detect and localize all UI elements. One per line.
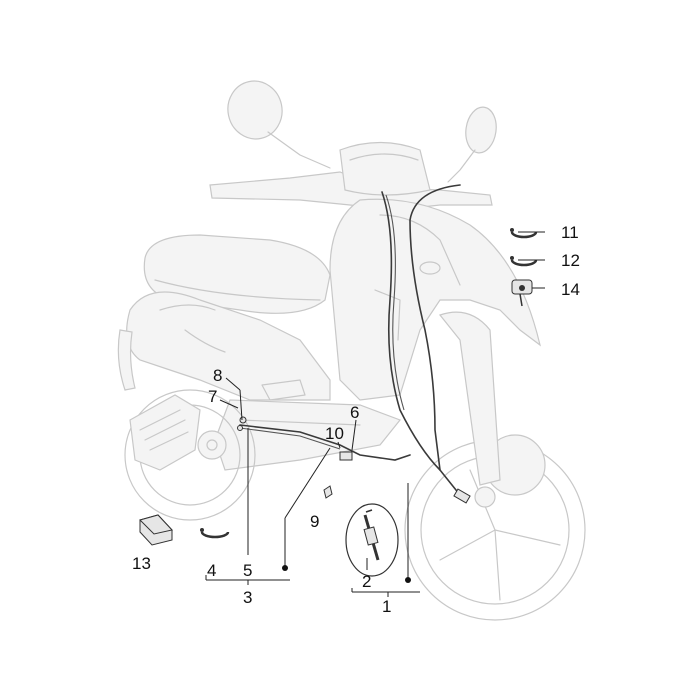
callout-7: 7 bbox=[208, 387, 217, 406]
callout-9: 9 bbox=[310, 512, 319, 531]
front-brake-cable bbox=[409, 184, 461, 471]
callout-2: 2 bbox=[362, 572, 371, 591]
callout-3: 3 bbox=[243, 588, 252, 607]
callout-14: 14 bbox=[561, 280, 580, 299]
handlebar bbox=[209, 141, 493, 211]
nut-part-9-icon bbox=[323, 485, 333, 499]
front-wheel bbox=[404, 311, 586, 621]
callout-12: 12 bbox=[561, 251, 580, 270]
scooter-outline bbox=[117, 80, 586, 621]
callout-4: 4 bbox=[207, 561, 216, 580]
rear-body bbox=[117, 291, 331, 401]
left-mirror bbox=[227, 80, 331, 169]
front-body bbox=[329, 198, 541, 401]
callout-5: 5 bbox=[243, 561, 252, 580]
cables bbox=[237, 184, 471, 504]
leader-lines bbox=[205, 231, 545, 597]
cable-end-part-2-icon bbox=[345, 503, 399, 577]
rear-wheel bbox=[124, 389, 256, 521]
callout-6: 6 bbox=[350, 403, 359, 422]
callout-13: 13 bbox=[132, 554, 151, 573]
right-mirror bbox=[447, 106, 497, 183]
connector-part-14-icon bbox=[511, 279, 533, 307]
callout-labels: 1 2 3 4 5 6 7 8 9 10 11 12 13 14 bbox=[132, 223, 580, 616]
callout-1: 1 bbox=[382, 597, 391, 616]
rear-brake-cable bbox=[239, 424, 411, 461]
callout-8: 8 bbox=[213, 366, 222, 385]
callout-11: 11 bbox=[561, 223, 579, 242]
clip-part-11-icon bbox=[510, 228, 538, 239]
clip-part-4-icon bbox=[200, 528, 230, 539]
pad-part-13-icon bbox=[139, 514, 173, 546]
callout-10: 10 bbox=[325, 424, 344, 443]
speedometer-cable bbox=[381, 191, 461, 496]
clip-part-12-icon bbox=[510, 256, 538, 267]
